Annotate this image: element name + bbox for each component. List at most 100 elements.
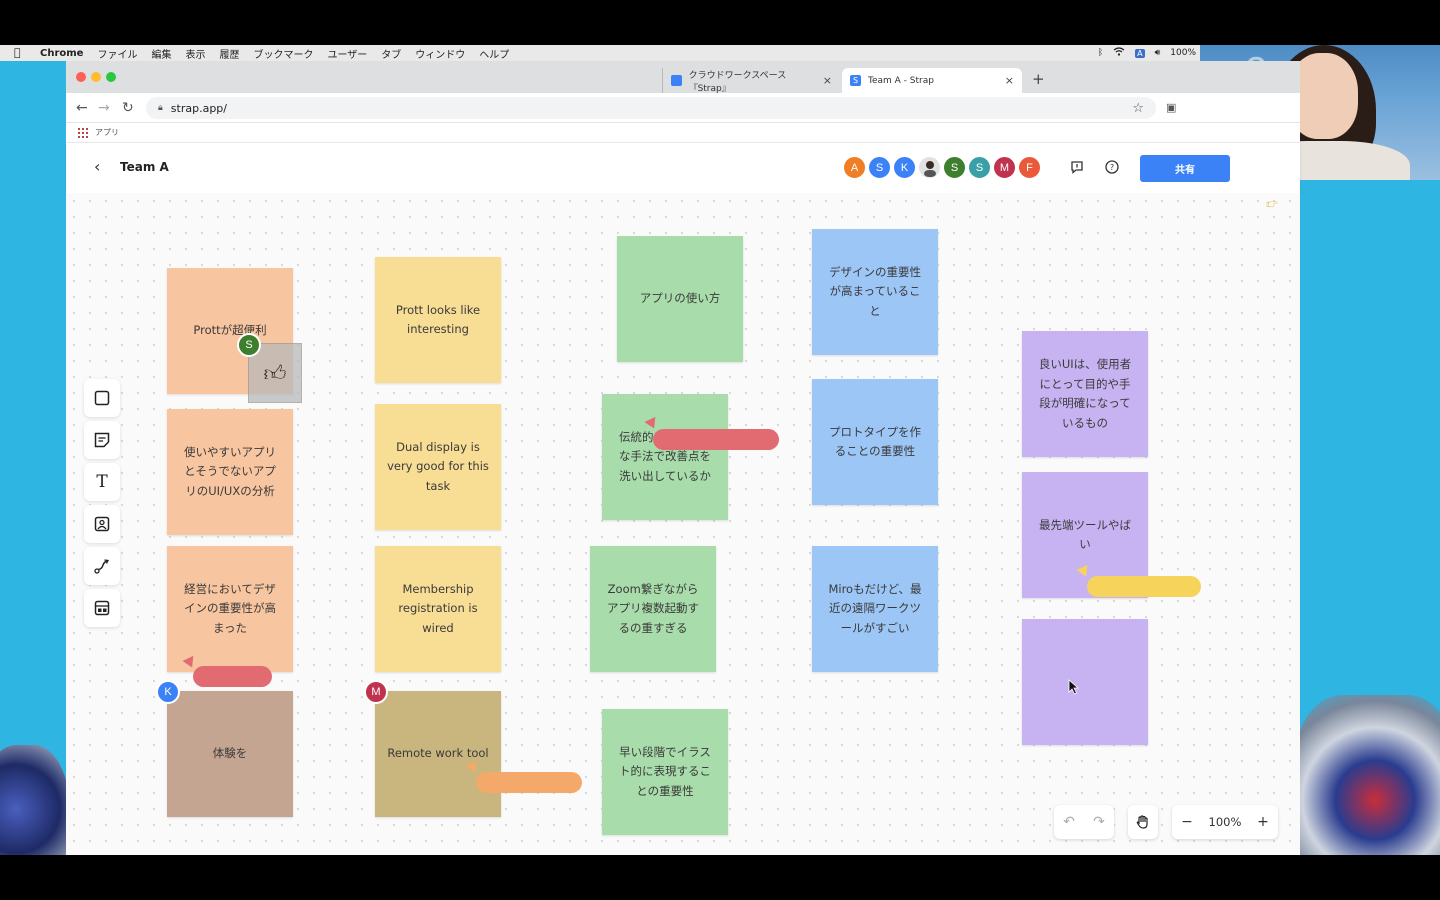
- rectangle-tool[interactable]: [84, 379, 120, 417]
- browser-titlebar: クラウドワークスペース『Strap』 × S Team A - Strap × …: [66, 61, 1300, 94]
- tab-favicon-icon: S: [850, 75, 861, 86]
- tab-title: クラウドワークスペース『Strap』: [688, 70, 787, 94]
- sticky-note[interactable]: Miroもだけど、最近の遠隔ワークツールがすごい: [812, 546, 938, 672]
- tab-favicon-icon: [671, 75, 682, 86]
- sticky-note-empty[interactable]: [1022, 619, 1148, 745]
- pan-tool-button[interactable]: [1128, 805, 1158, 839]
- zoom-level[interactable]: 100%: [1208, 815, 1242, 829]
- reaction-hand-icon[interactable]: 👉︎: [1266, 193, 1278, 212]
- menu-tab[interactable]: タブ: [381, 49, 402, 61]
- menu-edit[interactable]: 編集: [151, 49, 172, 61]
- image-tool[interactable]: [84, 505, 120, 543]
- tab-title: Team A - Strap: [868, 75, 934, 86]
- whiteboard-canvas[interactable]: Prottが超便利 使いやすいアプリとそうでないアプリのUI/UXの分析 経営に…: [66, 193, 1300, 855]
- sticky-note[interactable]: デザインの重要性が高まっていること: [812, 229, 938, 355]
- collaborator-name-tag: [193, 666, 272, 687]
- avatar[interactable]: F: [1017, 155, 1042, 180]
- forward-arrow-icon[interactable]: →: [98, 100, 110, 116]
- menu-window[interactable]: ウィンドウ: [415, 49, 466, 61]
- avatar[interactable]: S: [942, 155, 967, 180]
- mouse-pointer-icon: [1068, 679, 1080, 695]
- battery-percentage: 100%: [1170, 48, 1196, 58]
- sticky-note[interactable]: 早い段階でイラスト的に表現することの重要性: [602, 709, 728, 835]
- bluetooth-icon[interactable]: ᛒ: [1097, 48, 1104, 58]
- zoom-controls: − 100% +: [1172, 805, 1278, 839]
- sticky-note-tool[interactable]: [84, 421, 120, 459]
- url-text: strap.app/: [170, 101, 227, 115]
- help-icon[interactable]: ?: [1103, 158, 1121, 176]
- sticky-note[interactable]: 良いUIは、使用者にとって目的や手段が明確になっているもの: [1022, 331, 1148, 457]
- zoom-out-button[interactable]: −: [1181, 814, 1193, 830]
- avatar-photo[interactable]: [917, 155, 942, 180]
- connector-icon: [94, 559, 109, 574]
- lock-icon[interactable]: 🔒︎: [158, 103, 163, 113]
- back-arrow-icon[interactable]: ←: [76, 100, 88, 116]
- menu-history[interactable]: 履歴: [219, 49, 240, 61]
- bookmark-star-icon[interactable]: ☆: [1132, 100, 1144, 116]
- menu-app-name[interactable]: Chrome: [40, 47, 84, 59]
- new-tab-button[interactable]: +: [1032, 70, 1045, 88]
- zoom-window-button[interactable]: [106, 72, 116, 82]
- collaborator-name-tag: [653, 429, 779, 450]
- menu-help[interactable]: ヘルプ: [479, 49, 510, 61]
- svg-text:?: ?: [1110, 163, 1114, 172]
- share-button[interactable]: 共有: [1140, 155, 1230, 182]
- sticky-note[interactable]: 体験を: [167, 691, 293, 817]
- square-icon: [94, 390, 110, 406]
- sticky-note[interactable]: Remote work tool: [375, 691, 501, 817]
- sticky-note[interactable]: Zoom繋ぎながらアプリ複数起動するの重すぎる: [590, 546, 716, 672]
- browser-tab-team-a[interactable]: S Team A - Strap ×: [842, 68, 1022, 93]
- menu-bookmarks[interactable]: ブックマーク: [253, 49, 314, 61]
- url-field[interactable]: 🔒︎ strap.app/ ☆: [146, 97, 1156, 119]
- desktop-decoration-left: [0, 745, 70, 855]
- reload-icon[interactable]: ↻: [122, 100, 134, 116]
- apple-icon[interactable]: : [14, 47, 26, 59]
- zoom-in-button[interactable]: +: [1257, 814, 1269, 830]
- menu-user[interactable]: ユーザー: [327, 49, 368, 61]
- text-tool[interactable]: T: [84, 463, 120, 501]
- collaborator-cursor-avatar: S: [237, 333, 261, 357]
- sticky-note[interactable]: 伝統的にどのような手法で改善点を洗い出しているか: [602, 394, 728, 520]
- avatar[interactable]: S: [867, 155, 892, 180]
- thumbs-up-icon[interactable]: 👍︎: [248, 343, 302, 403]
- sticky-note[interactable]: 経営においてデザインの重要性が高まった: [167, 546, 293, 672]
- undo-redo-controls: ↶ ↷: [1054, 805, 1114, 839]
- menu-view[interactable]: 表示: [185, 49, 206, 61]
- bookmark-apps[interactable]: アプリ: [95, 128, 119, 137]
- screen-letterbox-bottom: [0, 855, 1440, 900]
- apps-grid-icon[interactable]: [78, 127, 88, 138]
- board-title[interactable]: Team A: [120, 160, 169, 174]
- comment-icon[interactable]: [1068, 158, 1086, 176]
- address-bar-row: ← → ↻ 🔒︎ strap.app/ ☆ ▣: [66, 93, 1300, 123]
- avatar[interactable]: S: [967, 155, 992, 180]
- sticky-note[interactable]: Prottが超便利: [167, 268, 293, 394]
- volume-icon[interactable]: 🔊︎: [1154, 48, 1161, 58]
- connector-tool[interactable]: [84, 547, 120, 585]
- redo-icon[interactable]: ↷: [1093, 814, 1105, 830]
- undo-icon[interactable]: ↶: [1063, 814, 1075, 830]
- avatar[interactable]: M: [992, 155, 1017, 180]
- extension-icon[interactable]: ▣: [1166, 101, 1177, 114]
- minimize-window-button[interactable]: [91, 72, 101, 82]
- sticky-note[interactable]: Membership registration is wired: [375, 546, 501, 672]
- avatar[interactable]: K: [892, 155, 917, 180]
- sticky-note[interactable]: アプリの使い方: [617, 236, 743, 362]
- collaborator-avatars: A S K S S M F: [842, 155, 1042, 180]
- template-tool[interactable]: [84, 589, 120, 627]
- close-tab-icon[interactable]: ×: [822, 74, 832, 87]
- close-tab-icon[interactable]: ×: [1004, 74, 1014, 87]
- sticky-note[interactable]: プロトタイプを作ることの重要性: [812, 379, 938, 505]
- sticky-note[interactable]: Dual display is very good for this task: [375, 404, 501, 530]
- avatar[interactable]: A: [842, 155, 867, 180]
- sticky-note[interactable]: Prott looks like interesting: [375, 257, 501, 383]
- collaborator-cursor-avatar: K: [156, 680, 180, 704]
- sticky-note[interactable]: 使いやすいアプリとそうでないアプリのUI/UXの分析: [167, 409, 293, 535]
- image-icon: [94, 516, 110, 532]
- input-source-icon[interactable]: A: [1135, 48, 1145, 58]
- browser-tab-workspace[interactable]: クラウドワークスペース『Strap』 ×: [662, 68, 840, 94]
- close-window-button[interactable]: [76, 72, 86, 82]
- menu-file[interactable]: ファイル: [97, 49, 138, 61]
- hand-icon: [1136, 815, 1148, 829]
- back-chevron-icon[interactable]: ‹: [94, 157, 101, 176]
- wifi-icon[interactable]: [1113, 47, 1125, 59]
